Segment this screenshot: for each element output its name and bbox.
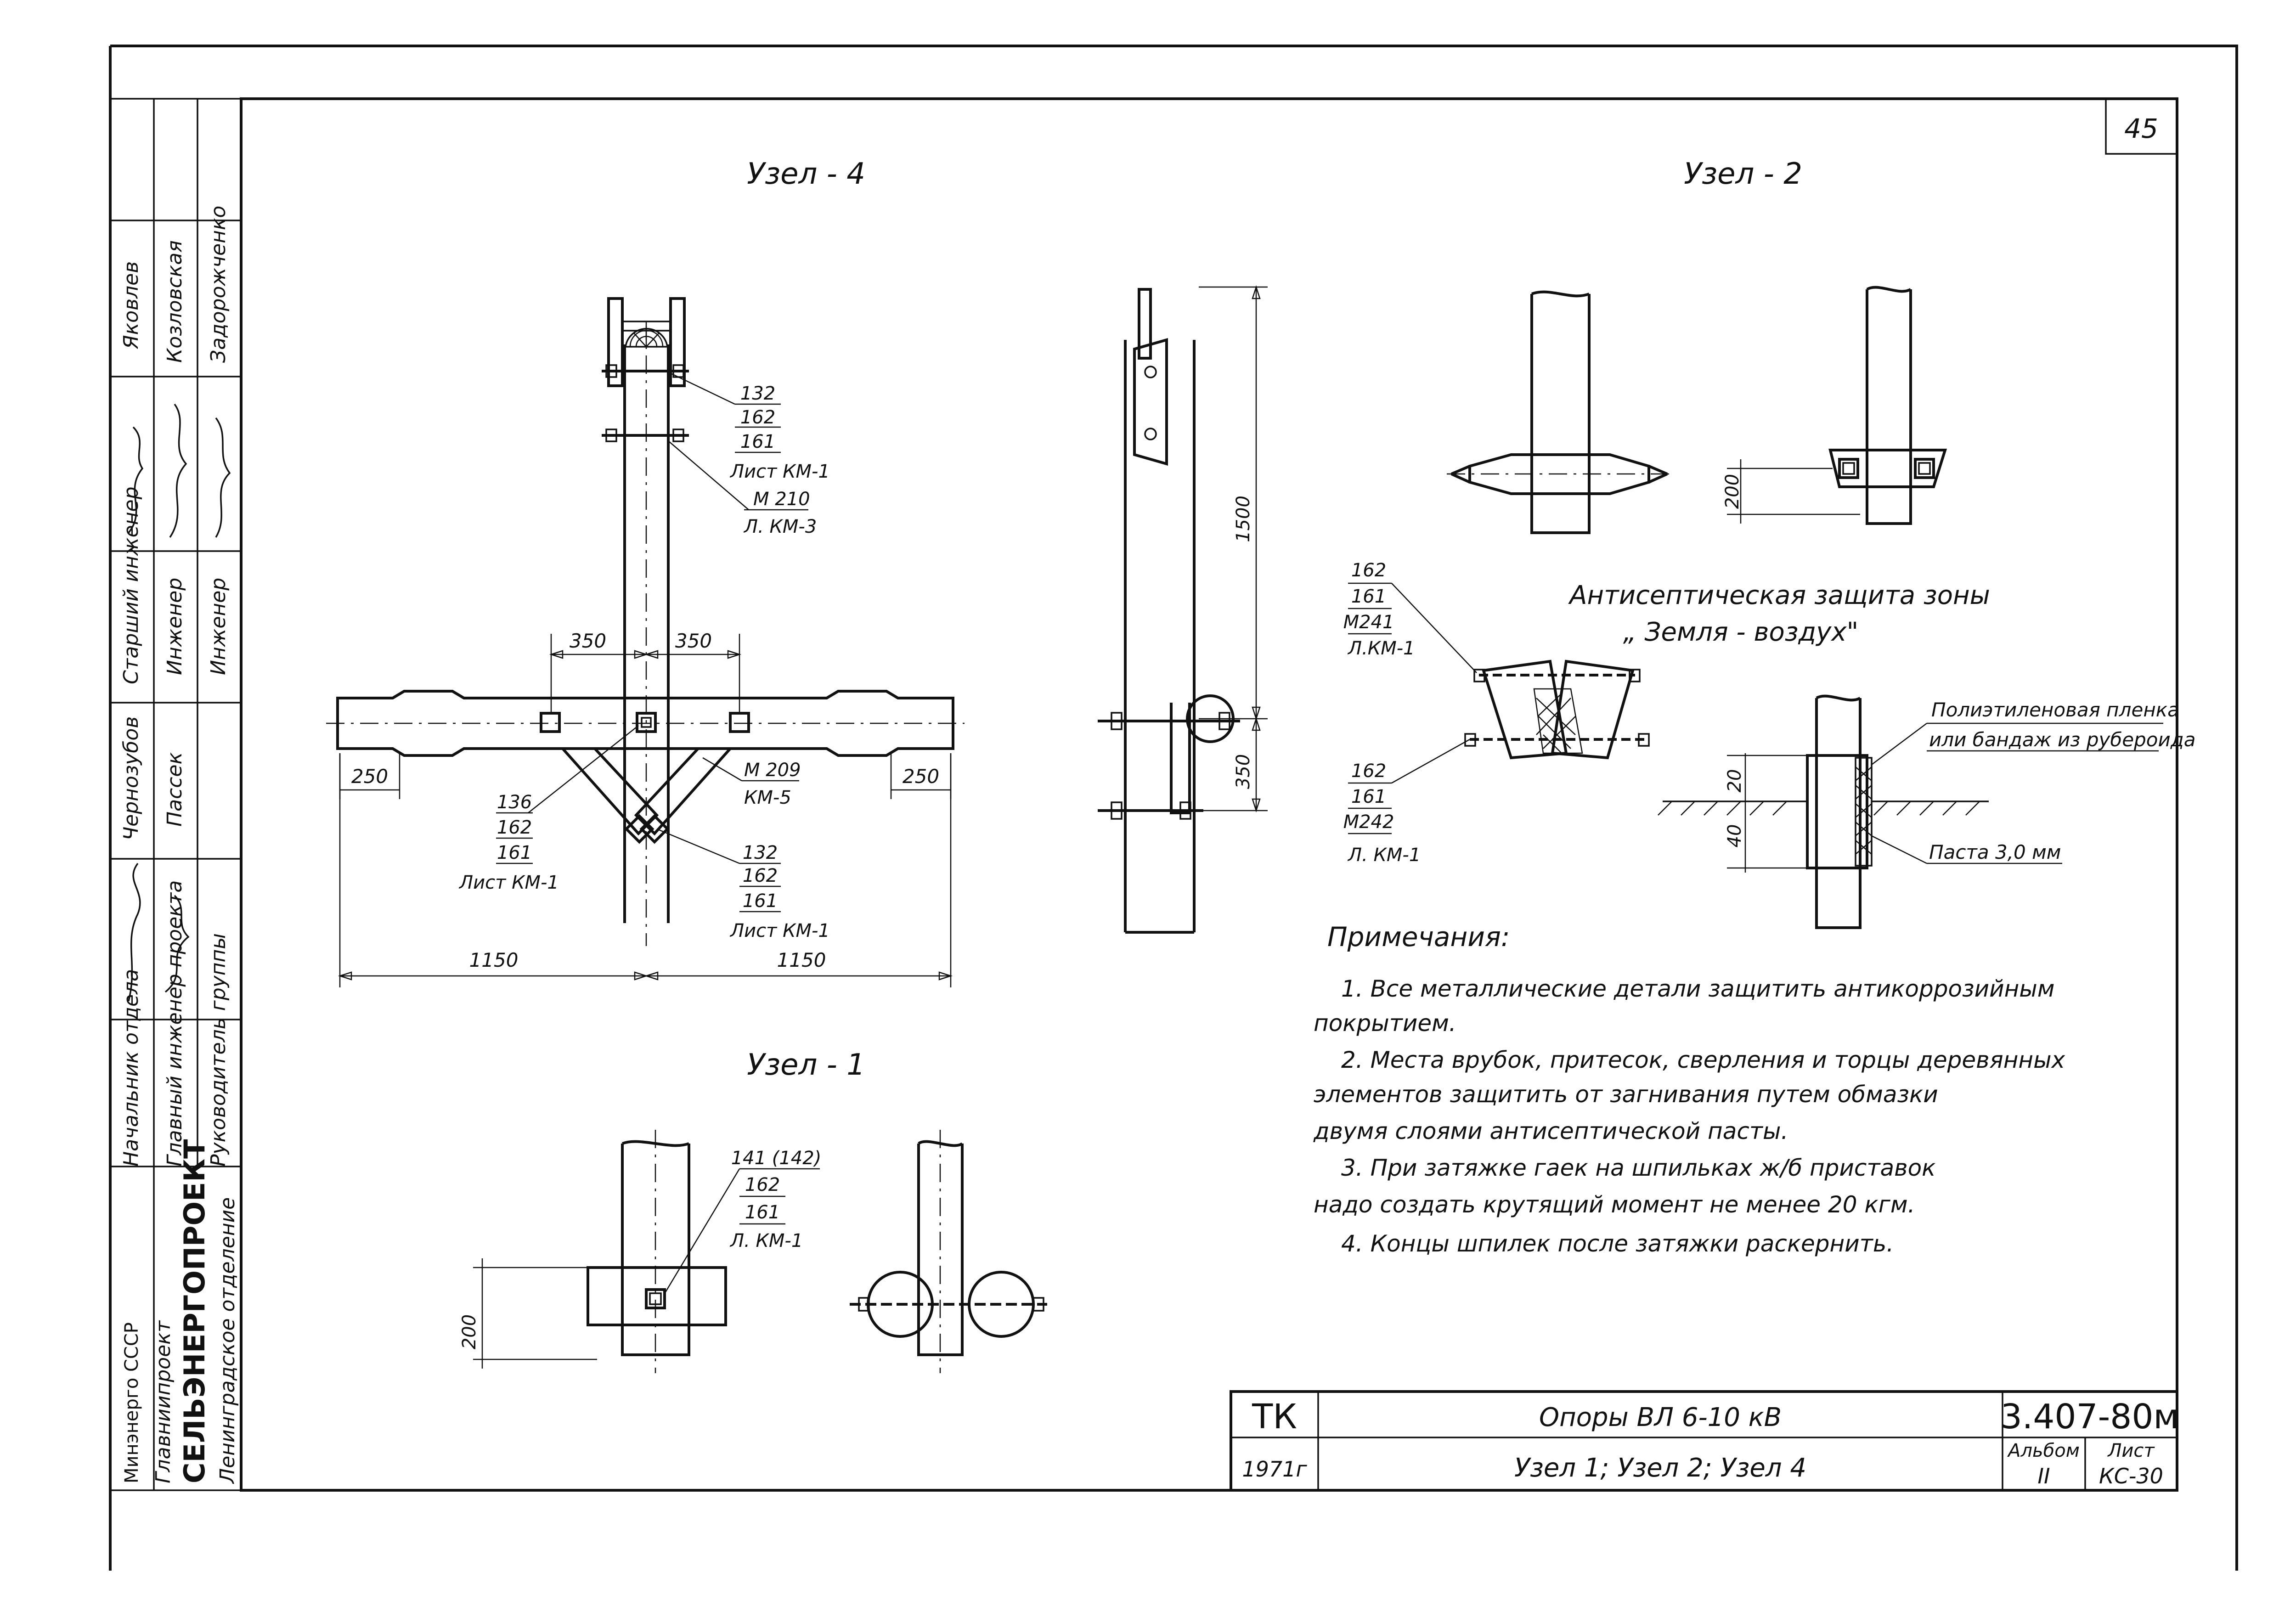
signature-scribble <box>169 403 187 538</box>
callout-m241: М241 <box>1343 612 1394 633</box>
node2-title: Узел - 2 <box>1684 157 1802 191</box>
antiseptic-subtitle: „ Земля - воздух" <box>1623 617 1859 647</box>
callout-161-node2: 161 <box>1351 586 1386 607</box>
role-chief-engineer: Главный инженер проекта <box>163 880 186 1167</box>
callout-sheet-node1: Л. КМ-1 <box>729 1230 803 1251</box>
signature-scribble <box>128 426 144 534</box>
callout-136: 136 <box>497 792 532 813</box>
title-block: ТК 1971г Опоры ВЛ 6-10 кВ Узел 1; Узел 2… <box>1230 1390 2179 1492</box>
dim-200-node1: 200 <box>459 1314 480 1349</box>
callout-162-bottom: 162 <box>743 865 778 886</box>
dim-350-right: 350 <box>675 630 712 652</box>
dim-40: 40 <box>1724 824 1745 848</box>
callout-sheet-node2-lower: Л. КМ-1 <box>1347 845 1421 866</box>
name-chernozubov: Чернозубов <box>119 716 143 840</box>
note-line-3: 2. Места врубок, притесок, сверления и т… <box>1341 1047 2065 1073</box>
role-engineer-2: Инженер <box>207 578 230 675</box>
callout-132-bottom: 132 <box>743 842 778 863</box>
sheet-title: Опоры ВЛ 6-10 кВ <box>1539 1403 1782 1432</box>
callout-162: 162 <box>740 407 775 428</box>
name-zadorozhchenko: Задорожченко <box>207 206 230 363</box>
callout-m210-sheet: Л. КМ-3 <box>743 516 817 537</box>
node4-front-view: Узел - 4 <box>326 157 965 946</box>
node1-title: Узел - 1 <box>747 1048 865 1082</box>
callout-m209-sheet: КМ-5 <box>744 787 791 808</box>
dim-1500: 1500 <box>1233 496 1254 542</box>
sheet-frame <box>109 45 2238 1571</box>
note-line-5: двумя слоями антисептической пасты. <box>1313 1118 1788 1144</box>
node2-views: Узел - 2 200 162 16 <box>1343 157 2196 929</box>
callout-161-bottom: 161 <box>743 890 778 912</box>
left-stamp: Начальник отдела Главный инженер проекта… <box>110 99 241 1490</box>
callout-sheet-left: Лист КМ-1 <box>458 872 559 893</box>
org-institute: СЕЛЬЭНЕРГОПРОЕКТ <box>178 1139 211 1483</box>
dim-250-left: 250 <box>351 765 388 788</box>
callout-162-node2: 162 <box>1351 560 1386 581</box>
callout-m209: М 209 <box>744 760 801 781</box>
page-number: 45 <box>2124 113 2158 144</box>
signature-scribble <box>215 417 231 538</box>
role-senior-engineer: Старший инженер <box>119 486 143 684</box>
role-engineer-1: Инженер <box>163 578 186 675</box>
sheet-value: КС-30 <box>2099 1464 2163 1488</box>
callout-162-node1: 162 <box>745 1174 780 1195</box>
paste-label: Паста 3,0 мм <box>1929 841 2061 863</box>
tk-label: ТК <box>1252 1397 1297 1437</box>
callout-161-node2-lower: 161 <box>1351 786 1386 807</box>
callout-sheet-bottom: Лист КМ-1 <box>729 920 830 941</box>
node4-side-view: 1500 350 <box>1098 285 1268 934</box>
node4-title: Узел - 4 <box>747 157 865 191</box>
callout-sheet-node2: Л.КМ-1 <box>1347 638 1415 659</box>
sheet-subtitle: Узел 1; Узел 2; Узел 4 <box>1514 1453 1806 1483</box>
callout-162-left: 162 <box>497 817 532 838</box>
callout-162-node2-lower: 162 <box>1351 761 1386 782</box>
callout-m242: М242 <box>1343 812 1394 833</box>
note-line-6: 3. При затяжке гаек на шпильках ж/б прис… <box>1341 1155 1935 1181</box>
dim-20: 20 <box>1724 769 1745 793</box>
signature-scribble <box>128 862 141 1002</box>
film-label-2: или бандаж из рубероида <box>1929 728 2196 751</box>
dim-250-right: 250 <box>903 765 939 788</box>
callout-sheet: Лист КМ-1 <box>729 461 830 482</box>
callout-161-left: 161 <box>497 842 532 863</box>
callout-m210: М 210 <box>753 489 810 510</box>
name-yakovlev: Яковлев <box>119 261 143 349</box>
name-passek: Пассек <box>163 752 186 827</box>
role-head-department: Начальник отдела <box>119 969 143 1167</box>
note-line-8: 4. Концы шпилек после затяжки раскернить… <box>1341 1230 1894 1257</box>
album-value: II <box>2037 1464 2050 1488</box>
callout-161: 161 <box>740 431 775 452</box>
note-line-2: покрытием. <box>1314 1010 1456 1037</box>
org-branch: Ленинградское отделение <box>216 1197 239 1484</box>
dim-200-node2: 200 <box>1722 474 1743 509</box>
node1-views: Узел - 1 200 141 (142) 162 161 Л. КМ-1 <box>459 1048 1047 1373</box>
org-department: Главниипроект <box>152 1320 175 1483</box>
dim-1150-left: 1150 <box>469 949 519 971</box>
node4-callouts: 132 162 161 Лист КМ-1 М 210 Л. КМ-3 136 … <box>458 370 830 941</box>
callout-141-142: 141 (142) <box>731 1148 822 1169</box>
film-label: Полиэтиленовая пленка <box>1931 699 2179 721</box>
year-label: 1971г <box>1242 1457 1307 1482</box>
note-line-7: надо создать крутящий момент не менее 20… <box>1314 1191 1915 1218</box>
signature-scribble <box>164 895 190 993</box>
dim-350-vertical: 350 <box>1233 754 1254 789</box>
callout-132: 132 <box>740 383 775 404</box>
dim-1150-right: 1150 <box>777 949 826 971</box>
sheet-label: Лист <box>2107 1440 2155 1461</box>
album-label: Альбом <box>2007 1440 2080 1461</box>
note-line-4: элементов защитить от загнивания путем о… <box>1314 1081 1938 1108</box>
page-number-box: 45 <box>2105 98 2178 155</box>
dim-350-left: 350 <box>570 630 606 652</box>
role-group-head: Руководитель группы <box>207 933 230 1167</box>
note-line-1: 1. Все металлические детали защитить ант… <box>1341 975 2055 1002</box>
name-kozlovskaya: Козловская <box>163 240 186 363</box>
callout-161-node1: 161 <box>745 1202 780 1223</box>
antiseptic-title: Антисептическая защита зоны <box>1568 580 1990 610</box>
org-ministry: Минэнерго СССР <box>121 1322 142 1483</box>
notes-block: Примечания: 1. Все металлические детали … <box>1313 921 2065 1257</box>
sheet-code: 3.407-80м <box>2001 1397 2179 1437</box>
notes-heading: Примечания: <box>1327 921 1510 952</box>
node4-dimensions: 350 350 250 250 1150 1150 <box>338 630 953 987</box>
